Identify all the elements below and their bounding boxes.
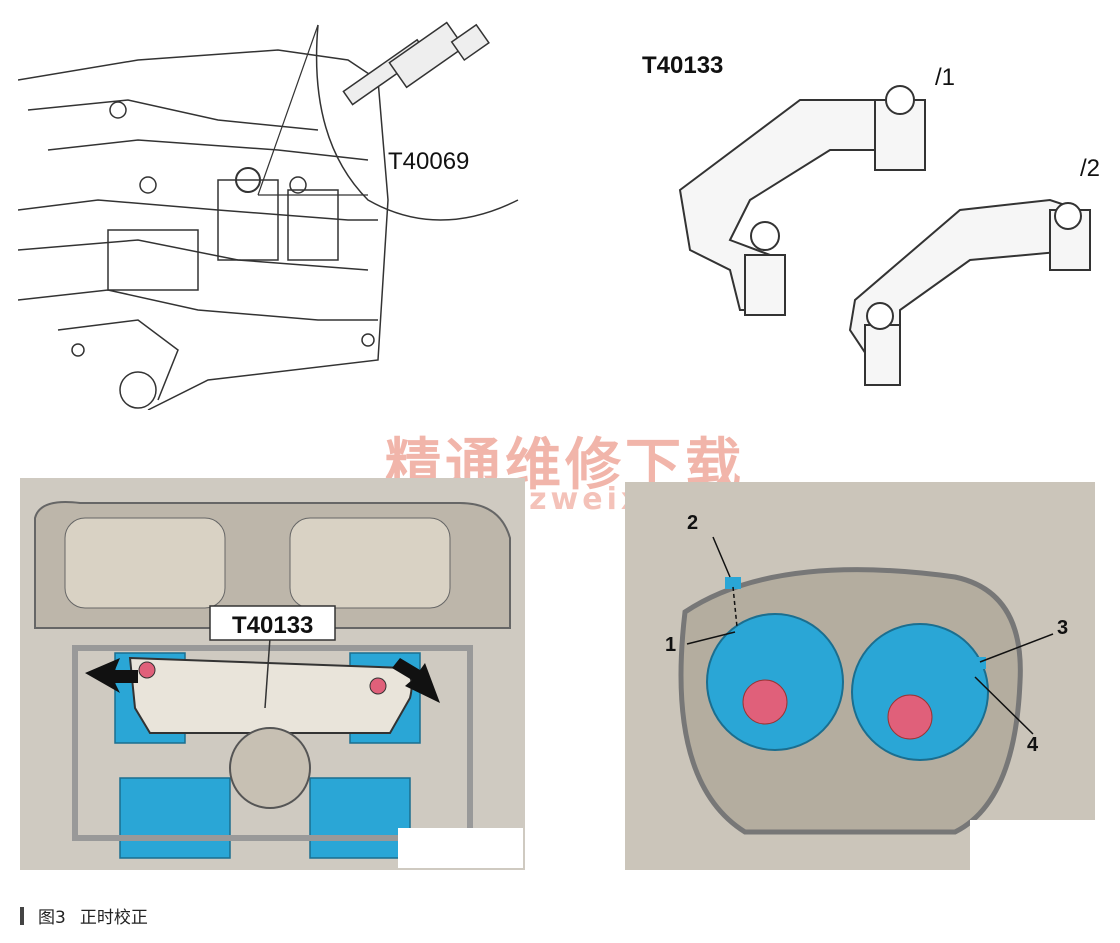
top-left-engine-illustration: T40069 bbox=[18, 20, 558, 410]
t40069-label: T40069 bbox=[388, 148, 470, 175]
top-right-tool-illustration: T40133 /1 /2 bbox=[630, 40, 1110, 410]
t40133-title: T40133 bbox=[642, 52, 724, 79]
marker-3: 3 bbox=[1057, 617, 1069, 639]
cam-phaser-drawing bbox=[625, 482, 1095, 870]
arrow-right-icon bbox=[392, 658, 440, 703]
cylinder-head-drawing bbox=[20, 478, 525, 870]
bracket-2-icon bbox=[848, 198, 1081, 362]
cam-phaser-right-icon bbox=[851, 623, 989, 761]
figure-number: 图3 bbox=[38, 908, 66, 928]
engine-block-line-drawing bbox=[18, 21, 519, 410]
t40133-bracket-installed-icon bbox=[128, 656, 413, 734]
part-2-label: /2 bbox=[1080, 155, 1101, 182]
caption-bar bbox=[20, 906, 24, 925]
t40069-pin-icon bbox=[342, 21, 490, 106]
figure-caption: 图3 正时校正 bbox=[20, 903, 148, 928]
figure-title: 正时校正 bbox=[79, 908, 148, 928]
marker-1: 1 bbox=[665, 634, 677, 656]
part-1-label: /1 bbox=[935, 64, 956, 91]
cam-phaser-left-icon bbox=[706, 613, 844, 751]
t40133-installed-label: T40133 bbox=[232, 612, 314, 639]
marker-2: 2 bbox=[687, 512, 699, 534]
bottom-right-photo-illustration: 2 1 3 4 bbox=[625, 482, 1095, 870]
bottom-left-photo-illustration: T40133 bbox=[20, 478, 525, 870]
arrow-left-icon bbox=[85, 658, 138, 693]
marker-4: 4 bbox=[1027, 734, 1039, 756]
bracket-drawing bbox=[678, 85, 1091, 386]
